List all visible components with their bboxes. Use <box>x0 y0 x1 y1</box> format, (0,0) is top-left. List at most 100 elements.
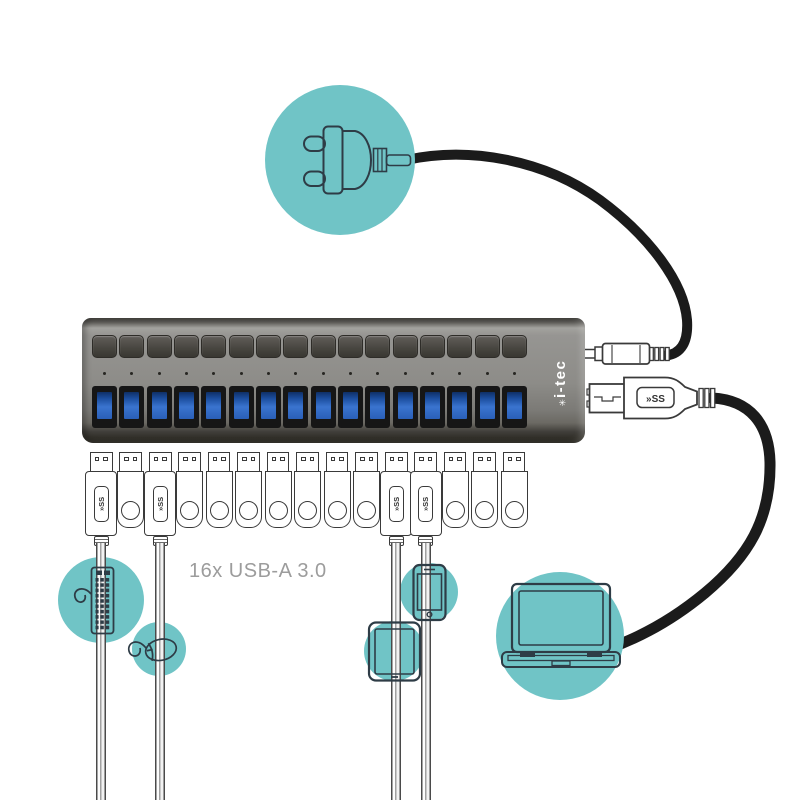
led-cell <box>447 372 472 375</box>
shield-hole <box>103 457 108 461</box>
port-led <box>512 372 516 375</box>
usb-ports-row <box>92 386 527 428</box>
usb-b-cable <box>604 392 776 654</box>
drive-hole <box>209 501 229 520</box>
usb-flash-drive <box>500 452 528 528</box>
led-cell <box>393 372 418 375</box>
led-cell <box>365 372 390 375</box>
port-power-button <box>419 335 445 358</box>
usb-port-tongue <box>342 392 358 419</box>
port-led <box>103 372 106 375</box>
usb-a-port <box>474 386 500 428</box>
led-cell <box>311 372 336 375</box>
shield-hole <box>389 457 394 461</box>
port-power-button <box>92 335 117 358</box>
shield-hole <box>124 457 129 461</box>
port-led <box>130 372 134 375</box>
led-cell <box>420 372 445 375</box>
usb-a-port <box>146 386 172 428</box>
port-led <box>239 372 243 375</box>
shield-hole <box>478 457 483 461</box>
usb-a-port <box>392 386 418 428</box>
usb-a-port <box>283 386 309 428</box>
superspeed-logo: »SS <box>418 485 433 522</box>
shield-hole <box>419 457 424 461</box>
usb-hub: i-tec ✳ <box>82 318 585 443</box>
drive-body <box>500 471 528 528</box>
shield-hole <box>212 457 217 461</box>
usb-a-port <box>119 386 145 428</box>
port-power-button <box>119 335 145 358</box>
port-led <box>403 372 407 375</box>
drive-hole <box>475 501 494 520</box>
usb-port-tongue <box>97 392 112 419</box>
port-power-button <box>173 335 199 358</box>
usb-cable-plug: »SS <box>85 452 117 546</box>
port-power-button <box>392 335 418 358</box>
led-row <box>92 372 527 375</box>
usb-port-tongue <box>178 392 194 419</box>
shield-hole <box>221 457 226 461</box>
power-buttons-row <box>92 335 527 358</box>
shield-hole <box>486 457 491 461</box>
shield-hole <box>360 457 365 461</box>
usb-flash-drive <box>471 452 498 528</box>
usb-a-port <box>201 386 227 428</box>
drive-body <box>235 471 262 528</box>
brand-logo-star: ✳ <box>558 398 566 408</box>
drive-shield <box>502 452 526 471</box>
port-led <box>458 372 462 375</box>
port-led <box>294 372 298 375</box>
usb-flash-drive <box>264 452 292 528</box>
port-power-button <box>255 335 281 358</box>
superspeed-logo: »SS <box>93 485 109 522</box>
port-power-button <box>337 335 363 358</box>
usb-flash-drive <box>176 452 203 528</box>
shield-hole <box>280 457 285 461</box>
plug-shield <box>89 452 113 471</box>
shield-hole <box>427 457 432 461</box>
port-led <box>485 372 489 375</box>
led-cell <box>256 372 281 375</box>
plug-shield <box>414 452 437 471</box>
drive-body <box>264 471 292 528</box>
usb-port-tongue <box>397 392 413 419</box>
usb-port-tongue <box>233 392 249 419</box>
shield-hole <box>368 457 373 461</box>
usb-b-ss-label: »SS <box>646 394 665 405</box>
port-led <box>348 372 352 375</box>
usb-port-tongue <box>452 392 468 419</box>
port-power-button <box>310 335 336 358</box>
drive-body <box>353 471 380 528</box>
port-led <box>321 372 325 375</box>
usb-port-tongue <box>370 392 386 419</box>
usb-a-port <box>228 386 254 428</box>
usb-port-tongue <box>260 392 276 419</box>
superspeed-logo: »SS <box>388 485 404 522</box>
usb-port-tongue <box>479 392 495 419</box>
port-power-button <box>283 335 309 358</box>
port-power-button <box>365 335 391 358</box>
usb-flash-drive <box>235 452 262 528</box>
port-led <box>266 372 270 375</box>
led-cell <box>201 372 226 375</box>
led-cell <box>283 372 308 375</box>
port-power-button <box>447 335 473 358</box>
usb-a-port <box>173 386 199 428</box>
led-cell <box>119 372 144 375</box>
drive-body <box>205 471 233 528</box>
usb-a-port <box>337 386 363 428</box>
usb-a-port <box>501 386 527 428</box>
port-led <box>157 372 161 375</box>
port-power-button <box>474 335 500 358</box>
port-power-button <box>501 335 527 358</box>
usb-a-port <box>365 386 391 428</box>
port-led <box>184 372 188 375</box>
drive-shield <box>266 452 290 471</box>
drive-shield <box>473 452 496 471</box>
power-barrel-connector <box>582 342 670 365</box>
shield-hole <box>516 457 521 461</box>
led-cell <box>475 372 500 375</box>
usb-a-port <box>92 386 117 428</box>
